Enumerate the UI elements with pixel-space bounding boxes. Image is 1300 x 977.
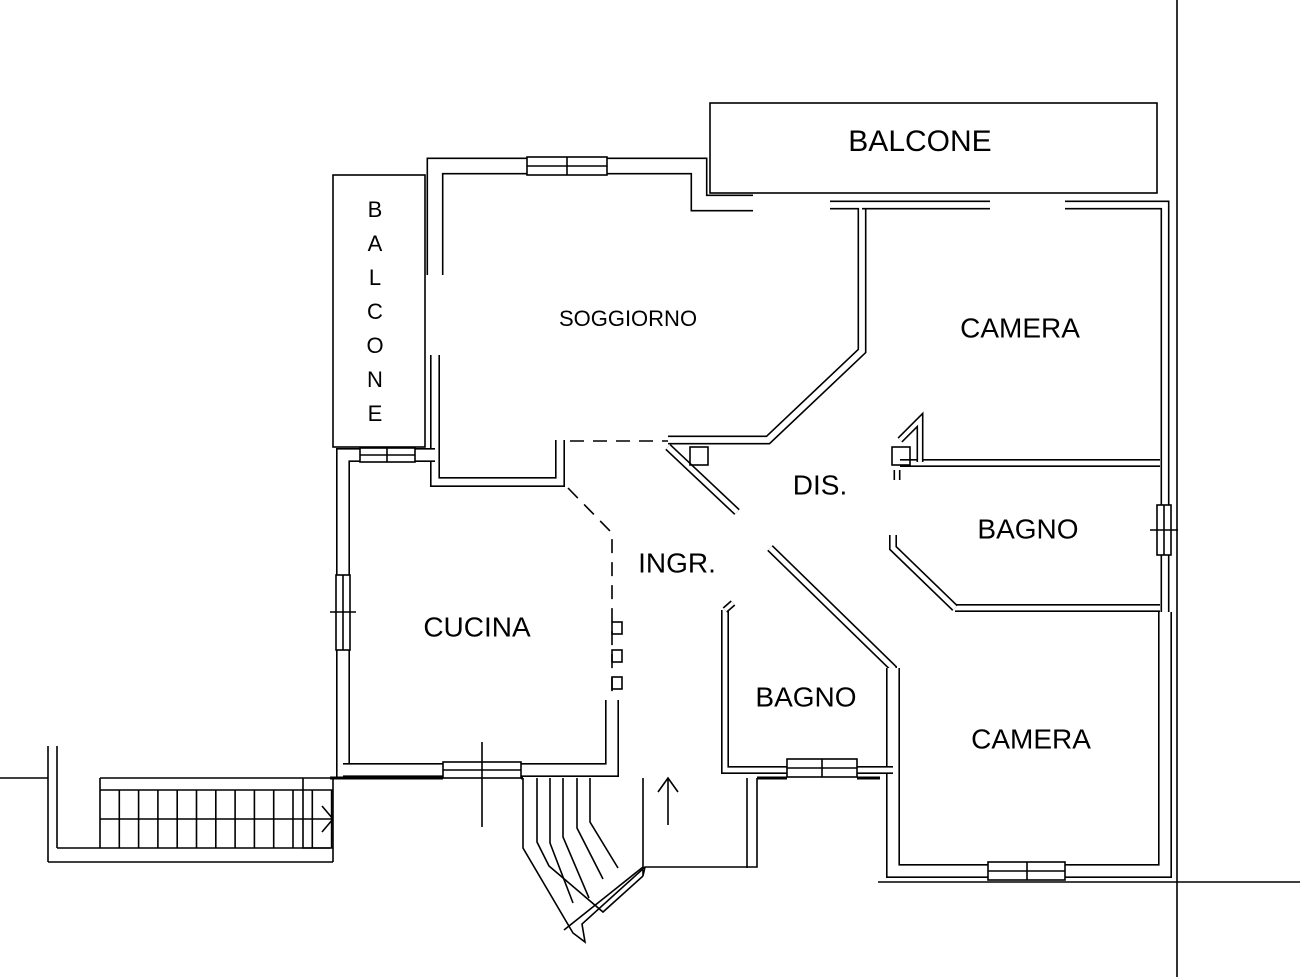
label-balcone-side-5: O [366, 333, 383, 358]
label-camera-2: CAMERA [971, 723, 1091, 754]
label-balcone-side-2: A [368, 231, 383, 256]
wall [668, 200, 867, 445]
label-camera-1: CAMERA [960, 312, 1080, 343]
wall-inner [343, 700, 618, 776]
dashed-openings [567, 440, 911, 700]
wall-inner [887, 612, 1171, 877]
wall [430, 355, 565, 487]
label-dis: DIS. [793, 469, 847, 500]
wall [336, 448, 435, 778]
windows [330, 156, 1178, 881]
left-staircase [47, 746, 334, 863]
label-balcone-side-7: E [368, 401, 383, 426]
label-ingr: INGR. [638, 547, 716, 578]
entrance-steps [302, 776, 758, 944]
room-labels: BALCONE B A L C O N E SOGGIORNO CAMERA D… [366, 125, 1091, 754]
wall-inner [668, 202, 865, 443]
label-balcone-top: BALCONE [848, 125, 991, 158]
wall-inner [723, 601, 735, 612]
balcone-top-outline [709, 102, 1158, 194]
label-balcone-side-6: N [367, 367, 383, 392]
label-balcone-side-1: B [368, 197, 383, 222]
wall [767, 545, 897, 762]
label-balcone-side-3: L [369, 265, 381, 290]
wall-inner [862, 202, 1168, 612]
stair-arrow [321, 805, 334, 820]
wall [862, 200, 1170, 612]
wall-inner [666, 445, 739, 514]
label-bagno-1: BAGNO [977, 513, 1078, 544]
stair-arrow [321, 818, 334, 833]
wall-inner [428, 159, 753, 275]
label-balcone-side-4: C [367, 299, 383, 324]
label-cucina: CUCINA [423, 611, 531, 642]
balcone-side-outline [332, 174, 426, 448]
label-bagno-2: BAGNO [755, 681, 856, 712]
label-soggiorno: SOGGIORNO [559, 306, 697, 331]
walls [330, 157, 1172, 878]
wall-inner [722, 610, 893, 773]
wall-inner [890, 535, 957, 610]
wall-inner [895, 415, 922, 480]
wall-inner [431, 355, 564, 486]
wall-inner [337, 449, 435, 778]
wall [343, 700, 619, 777]
